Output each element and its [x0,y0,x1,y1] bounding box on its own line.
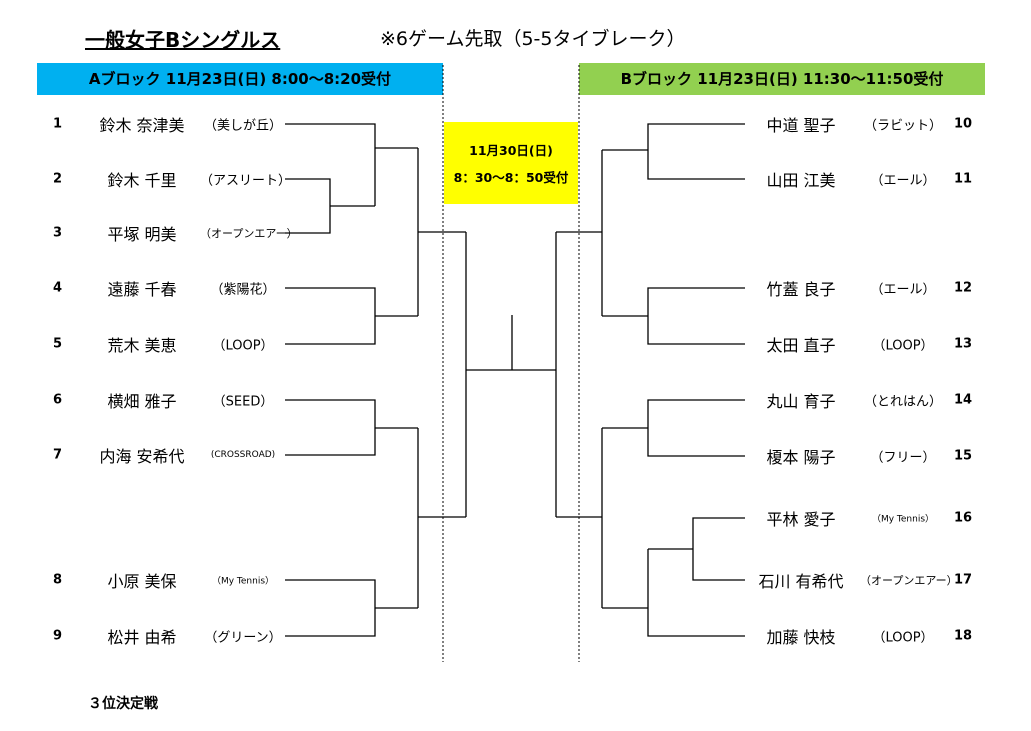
player-club: （LOOP） [212,338,274,354]
player-club: （エール） [870,173,936,189]
seed-number: 2 [53,171,63,187]
seed-number: 4 [53,280,63,296]
seed-number: 8 [53,572,63,588]
player-club: （My Tennis） [871,514,935,525]
seed-number: 5 [53,336,63,352]
player-name: 榎本 陽子 [766,448,836,467]
player-name: 鈴木 奈津美 [99,116,185,135]
block-b-header: Bブロック 11月23日(日) 11:30～11:50受付 [579,63,985,95]
final-schedule-box: 11月30日(日) 8：30～8：50受付 [444,122,578,204]
player-club: (CROSSROAD) [210,450,276,460]
player-club: （オープンエアー） [200,227,298,240]
player-club: （紫陽花） [210,282,276,298]
player-club: （LOOP） [872,630,934,646]
seed-number: 7 [53,447,63,463]
player-club: （アスリート） [200,173,292,189]
player-name: 加藤 快枝 [766,628,836,647]
seed-number: 17 [954,572,973,588]
player-name: 横畑 雅子 [107,392,177,411]
player-club: （フリー） [870,450,936,466]
player-name: 平林 愛子 [766,510,836,529]
seed-number: 9 [53,628,63,644]
player-name: 荒木 美恵 [107,336,177,355]
seed-number: 10 [954,116,973,132]
seed-number: 16 [954,510,973,526]
player-name: 竹蓋 良子 [766,280,836,299]
player-name: 中道 聖子 [766,116,836,135]
seed-number: 14 [954,392,973,408]
seed-number: 11 [954,171,973,187]
seed-number: 1 [53,116,63,132]
block-a-header: Aブロック 11月23日(日) 8:00～8:20受付 [37,63,443,95]
final-date: 11月30日(日) [469,143,553,158]
player-club: （美しが丘） [203,118,282,134]
player-name: 平塚 明美 [107,225,177,244]
player-name: 鈴木 千里 [107,171,177,190]
player-name: 遠藤 千春 [107,280,177,299]
player-name: 内海 安希代 [99,447,185,466]
player-club: （オープンエアー） [860,574,958,587]
player-club: （エール） [870,282,936,298]
seed-number: 12 [954,280,973,296]
player-name: 丸山 育子 [766,392,836,411]
player-name: 太田 直子 [766,336,836,355]
seed-number: 3 [53,225,63,241]
player-name: 山田 江美 [766,171,836,190]
seed-number: 6 [53,392,63,408]
player-name: 小原 美保 [107,572,177,591]
player-club: （とれはん） [863,394,942,410]
player-club: （ラビット） [863,118,942,134]
player-club: （SEED） [212,394,274,410]
final-time: 8：30～8：50受付 [453,170,569,185]
player-name: 石川 有希代 [758,572,844,591]
page-title: 一般女子Bシングルス [85,28,281,52]
rules-note: ※6ゲーム先取（5-5タイブレーク） [380,28,686,50]
seed-number: 15 [954,448,973,464]
seed-number: 13 [954,336,973,352]
player-club: （グリーン） [204,630,282,646]
player-club: （My Tennis） [211,576,275,587]
third-place-label: ３位決定戦 [88,696,158,712]
player-name: 松井 由希 [107,628,177,647]
seed-number: 18 [954,628,973,644]
player-club: （LOOP） [872,338,934,354]
